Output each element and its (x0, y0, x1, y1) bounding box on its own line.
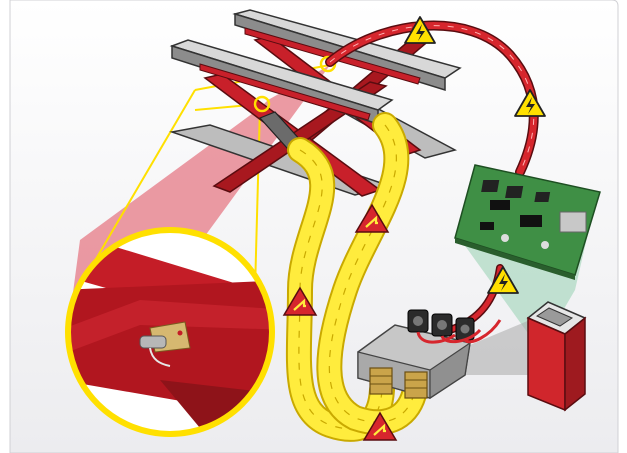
solenoid-1 (407, 309, 429, 333)
solenoid-wires (416, 319, 502, 344)
solenoid-3 (455, 317, 475, 341)
board-edge (455, 238, 575, 280)
sensor-cable (149, 347, 171, 367)
hose-fitting-right (404, 371, 428, 399)
valve-projection (455, 320, 540, 375)
flow-arrow-3 (362, 411, 398, 441)
sensor-marker-front (253, 95, 271, 113)
flow-arrow-2 (354, 203, 390, 233)
power-unit-front (527, 316, 566, 412)
detail-beam-highlight (68, 300, 272, 355)
power-unit (526, 301, 587, 412)
board-capacitor-1 (501, 234, 509, 242)
board-connector-2 (505, 186, 524, 198)
flow-arrows (282, 203, 398, 441)
board-connector-3 (534, 192, 551, 202)
flow-arrow-1 (282, 286, 318, 316)
runway-front-rail (199, 63, 371, 121)
valve-side-face (429, 341, 471, 400)
sensor-body (139, 335, 167, 349)
board-relay (559, 211, 587, 233)
board-chip-2 (520, 215, 542, 227)
sensor-screw (177, 330, 183, 336)
board-chip-1 (490, 200, 510, 210)
electrical-warnings (404, 16, 546, 294)
warning-icon-2 (514, 89, 546, 117)
hose-fitting-left (369, 367, 393, 395)
valve-block (357, 309, 502, 400)
power-unit-side (564, 316, 586, 412)
detail-circle-ring (65, 227, 275, 437)
warning-icon-1 (404, 16, 436, 44)
warning-icon-3 (487, 266, 519, 294)
zoom-line-right (254, 105, 261, 291)
hose-right-dash (328, 124, 416, 423)
board-connector-1 (481, 180, 500, 192)
board-chip-3 (480, 222, 494, 230)
solenoid-2 (431, 313, 453, 337)
control-board (454, 164, 601, 280)
board-capacitor-2 (541, 241, 549, 249)
power-unit-cap (535, 307, 574, 327)
hydraulic-hoses (285, 112, 428, 442)
